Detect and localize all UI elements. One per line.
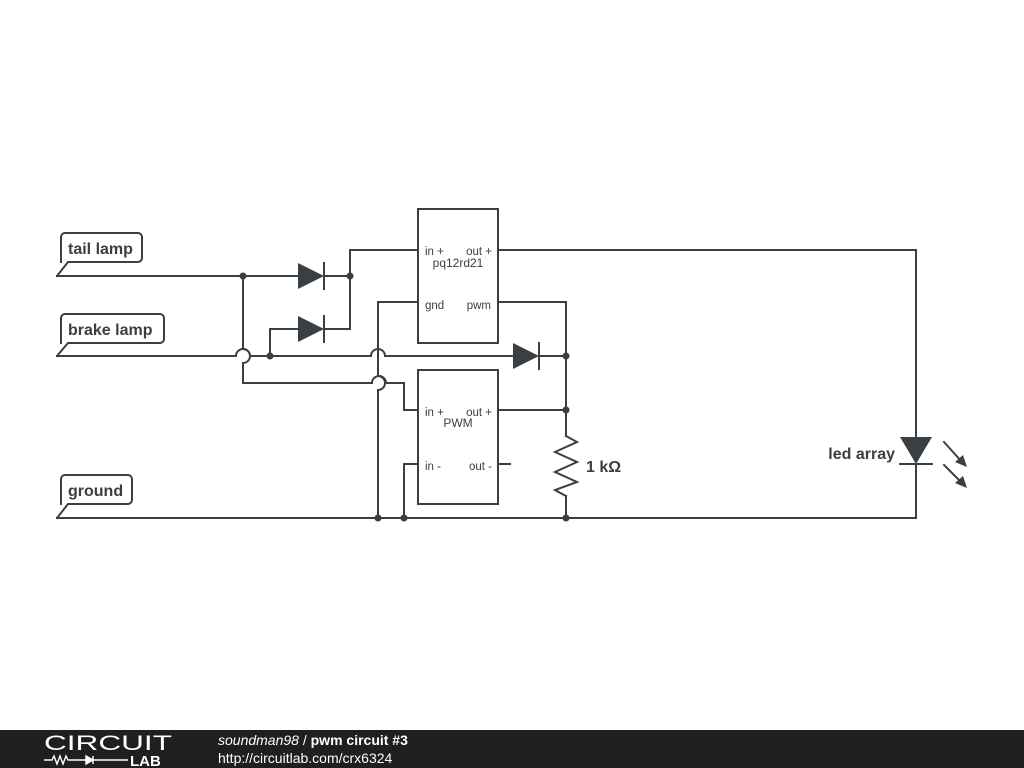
circuit-title[interactable]: pwm circuit #3: [310, 732, 408, 748]
title-separator: /: [298, 732, 311, 748]
led-triangle: [900, 437, 932, 464]
pwm-pin-in-plus: in +: [425, 407, 444, 419]
junction-dot: [266, 352, 274, 360]
logo-text-top: CIRCUIT: [44, 732, 172, 755]
logo-text-bottom: LAB: [130, 753, 161, 767]
pwm-pin-out-minus: out -: [469, 461, 492, 473]
wire-brake-lamp: [56, 348, 514, 357]
junction-dot: [346, 272, 354, 280]
wire-regulator-gnd: [377, 301, 419, 519]
net-label-tail-lamp: tail lamp: [68, 241, 133, 258]
wire-pwm-in-minus: [403, 463, 419, 519]
junction-dot: [400, 514, 408, 522]
diode-2-triangle: [298, 316, 324, 342]
regulator-pin-out-plus: out +: [466, 246, 492, 258]
brake-lamp-flag: [55, 313, 165, 358]
regulator-box: [417, 208, 499, 344]
circuitlab-logo: CIRCUIT LAB: [44, 732, 172, 767]
net-label-ground: ground: [68, 483, 123, 500]
regulator-name: pq12rd21: [433, 256, 484, 270]
pwm-pin-in-minus: in -: [425, 461, 441, 473]
diode-1-triangle: [298, 263, 324, 289]
junction-dot: [562, 406, 570, 414]
regulator-pin-pwm: pwm: [467, 300, 491, 312]
resistor-zigzag: [552, 434, 580, 498]
junction-dot: [374, 514, 382, 522]
junction-dot: [562, 514, 570, 522]
regulator-pin-in-plus: in +: [425, 246, 444, 258]
footer-bar: CIRCUIT LAB soundman98 / pwm circuit #3 …: [0, 730, 1024, 768]
regulator-pin-gnd: gnd: [425, 300, 444, 312]
ground-flag: [55, 474, 133, 520]
wire-regulator-out: [497, 249, 917, 438]
junction-dot: [239, 272, 247, 280]
circuit-schematic: tail lamp brake lamp ground in + out + p…: [55, 208, 967, 522]
pwm-module-name: PWM: [443, 416, 472, 430]
wire-regulator-pwm: [497, 301, 567, 437]
author-name[interactable]: soundman98: [218, 732, 299, 748]
pwm-pin-out-plus: out +: [466, 407, 492, 419]
circuit-url[interactable]: http://circuitlab.com/crx6324: [218, 750, 393, 766]
logo-circuit-icon: [44, 754, 128, 766]
led-label: led array: [828, 446, 895, 463]
diode-3-triangle: [513, 343, 539, 369]
net-label-brake-lamp: brake lamp: [68, 322, 153, 339]
junction-dot: [562, 352, 570, 360]
pwm-box: [417, 369, 499, 505]
resistor-value: 1 kΩ: [586, 459, 621, 476]
tail-lamp-flag: [55, 232, 143, 278]
led-arrowhead-1: [955, 455, 967, 467]
led-arrowhead-2: [955, 476, 967, 488]
footer-title-line: soundman98 / pwm circuit #3: [218, 731, 408, 749]
